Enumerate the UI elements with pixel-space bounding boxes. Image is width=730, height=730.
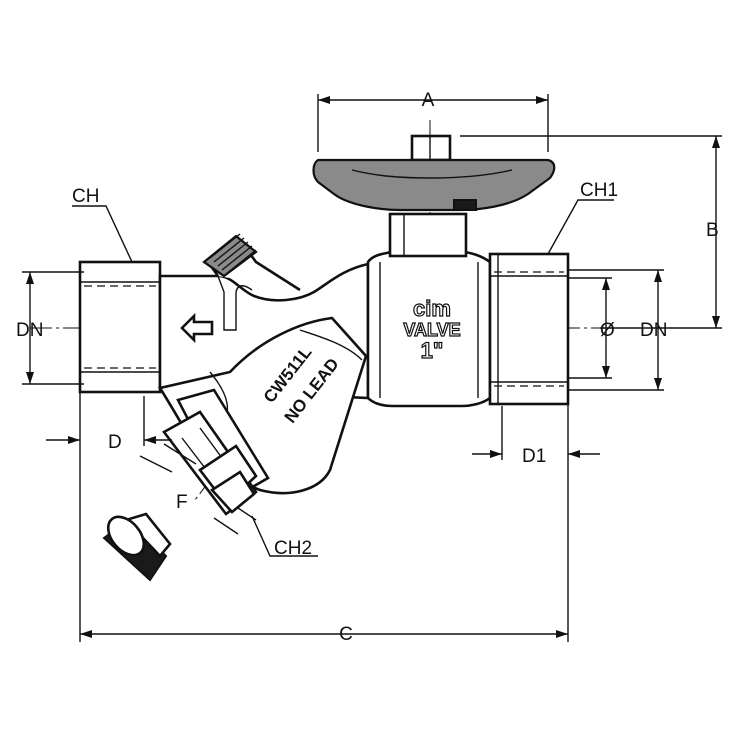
butterfly-handle[interactable] xyxy=(312,158,556,212)
brand-marking: cim xyxy=(413,296,451,321)
dim-label-diameter: Ø xyxy=(600,320,615,341)
valve-body xyxy=(78,134,570,582)
dim-label-d1: D1 xyxy=(522,446,546,467)
size-marking: 1" xyxy=(421,338,444,363)
dim-label-dn-left: DN xyxy=(16,320,43,341)
dim-label-ch1: CH1 xyxy=(580,180,618,201)
dim-label-ch2: CH2 xyxy=(274,538,312,559)
right-hex-end xyxy=(488,252,570,406)
dim-label-b: B xyxy=(706,220,719,241)
filter-plug xyxy=(102,512,172,582)
dim-label-d: D xyxy=(108,432,122,453)
flow-direction-arrow xyxy=(180,312,214,344)
valve-neck xyxy=(388,212,468,258)
dim-label-c: C xyxy=(339,624,353,645)
type-marking: VALVE xyxy=(403,320,460,340)
dim-label-dn-right: DN xyxy=(640,320,667,341)
stem-nut xyxy=(410,134,452,162)
dim-label-f: F xyxy=(176,492,188,513)
dimension-lines xyxy=(22,94,722,642)
dim-label-a: A xyxy=(422,90,435,111)
dimension-labels: A B C CH CH1 CH2 D D1 DN DN Ø F xyxy=(16,90,719,645)
dim-label-ch: CH xyxy=(72,186,99,207)
